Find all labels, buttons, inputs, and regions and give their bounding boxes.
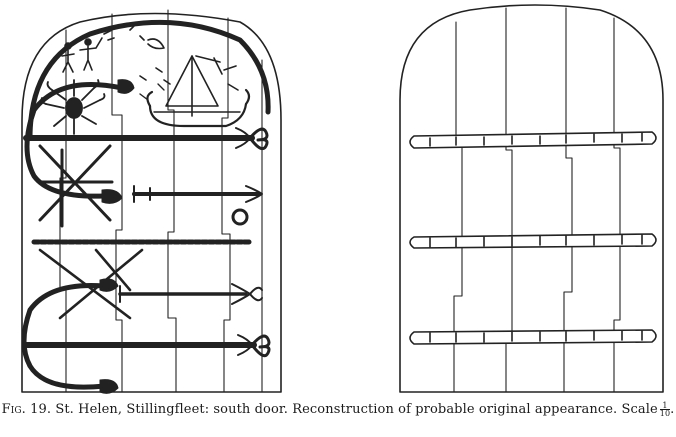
- radiating-beast: [40, 79, 106, 135]
- top-hinge-fork: [235, 127, 251, 149]
- scale-numerator: 1: [659, 402, 671, 410]
- caption-text: St. Helen, Stillingfleet: south door. Re…: [55, 402, 658, 417]
- left-door-plank: [111, 13, 123, 393]
- lattice-straps: [38, 144, 114, 228]
- right-strap-bottom: [409, 329, 657, 345]
- upper-serpent-head: [117, 79, 135, 94]
- arch-strap: [27, 19, 271, 141]
- right-door-outline: [399, 4, 664, 393]
- ring-handle: [231, 208, 249, 226]
- warrior-figures: [61, 23, 171, 85]
- left-door-plank: [59, 29, 67, 393]
- figure-caption: Fig. 19. St. Helen, Stillingfleet: south…: [0, 402, 676, 418]
- scale-denominator: 10: [659, 409, 671, 418]
- right-strap-middle: [409, 233, 657, 249]
- left-door-plank: [221, 17, 231, 393]
- middle-strap-fork: [245, 185, 263, 203]
- lower-serpent-head: [99, 278, 119, 292]
- left-door-plank: [167, 9, 177, 393]
- lower-serpent-head-upper: [101, 189, 123, 204]
- left-door-outline: [21, 12, 282, 393]
- right-door: [399, 4, 664, 393]
- lower-fork-scroll: [249, 286, 263, 302]
- middle-strap-cross: [133, 185, 151, 203]
- longship: [139, 55, 251, 128]
- caption-fig-label: Fig.: [1, 402, 26, 417]
- right-door-plank: [453, 21, 463, 393]
- caption-end: .: [670, 402, 675, 417]
- right-strap-top: [409, 131, 657, 149]
- bottom-serpent-head: [99, 379, 119, 394]
- lower-c-strap: [21, 283, 107, 390]
- top-hinge-scroll: [248, 127, 269, 151]
- left-door: [21, 9, 282, 394]
- bottom-hinge-scroll: [250, 334, 271, 358]
- bottom-hinge-fork: [237, 334, 253, 356]
- caption-fig-number: 19.: [30, 402, 52, 417]
